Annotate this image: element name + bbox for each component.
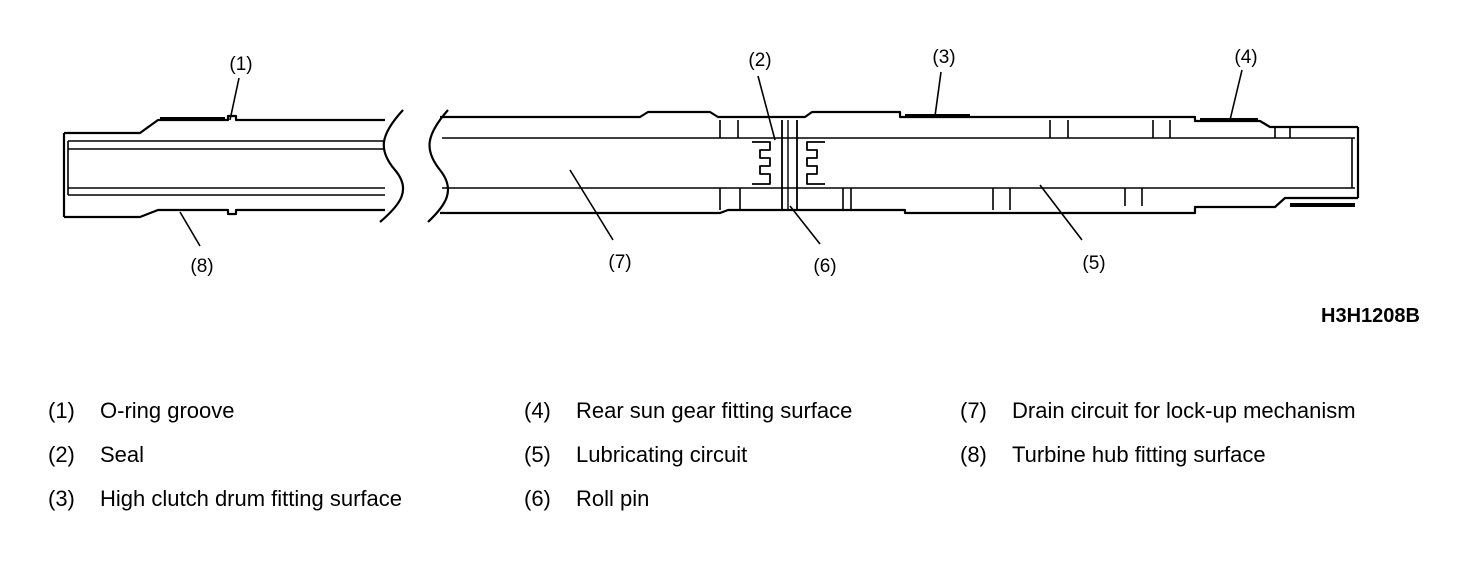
legend-number: (8): [960, 442, 987, 467]
leader-lines: [179, 69, 1243, 247]
callout-7: (7): [608, 252, 631, 273]
legend-number: (3): [48, 486, 75, 511]
legend-number: (2): [48, 442, 75, 467]
shaft-right-segment: [427, 109, 1360, 223]
legend-number: (4): [524, 398, 551, 423]
callout-2: (2): [748, 50, 771, 71]
legend-number: (5): [524, 442, 551, 467]
legend-number: (7): [960, 398, 987, 423]
legend-label: Drain circuit for lock-up mechanism: [1012, 398, 1356, 423]
legend-label: Lubricating circuit: [576, 442, 748, 467]
callout-3: (3): [932, 47, 955, 68]
callout-5: (5): [1082, 253, 1105, 274]
legend-label: O-ring groove: [100, 398, 235, 423]
legend-label: Roll pin: [576, 486, 650, 511]
shaft-diagram: (1) (2) (3) (4) (5) (6) (7) (8) H3H1208B: [62, 47, 1420, 327]
shaft-left-segment: [62, 109, 405, 223]
callout-6: (6): [813, 256, 836, 277]
legend-label: Seal: [100, 442, 145, 467]
callout-1: (1): [229, 54, 252, 75]
figure-code: H3H1208B: [1321, 305, 1420, 327]
legend: (1) O-ring groove (2) Seal (3) High clut…: [0, 398, 1472, 538]
legend-number: (1): [48, 398, 75, 423]
legend-label: Rear sun gear fitting surface: [576, 398, 853, 423]
callout-8: (8): [190, 256, 213, 277]
callout-4: (4): [1234, 47, 1257, 68]
legend-number: (6): [524, 486, 551, 511]
legend-label: Turbine hub fitting surface: [1012, 442, 1266, 467]
legend-label: High clutch drum fitting surface: [100, 486, 403, 511]
